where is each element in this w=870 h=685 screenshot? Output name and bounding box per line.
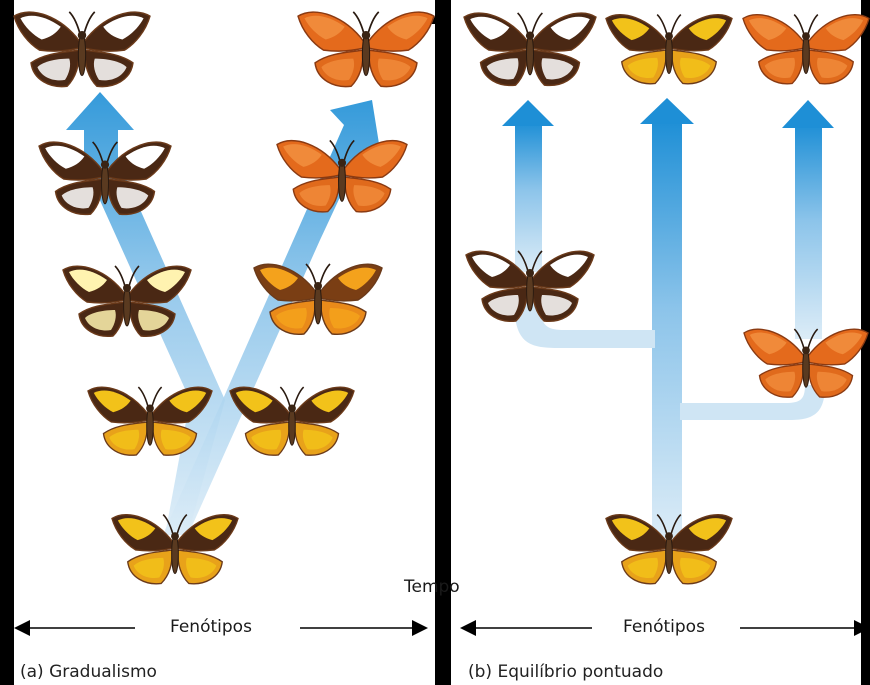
right-branch-stem [795,124,822,339]
time-axis-label: Tempo [404,577,460,597]
phenotype-label-a: Fenótipos [170,617,252,637]
left-branch-stem [515,122,542,272]
trunk-stem [652,120,682,540]
caption-punctuated-equilibrium: (b) Equilíbrio pontuado [468,662,663,682]
caption-gradualism: (a) Gradualismo [20,662,157,682]
phenotype-label-b: Fenótipos [623,617,705,637]
